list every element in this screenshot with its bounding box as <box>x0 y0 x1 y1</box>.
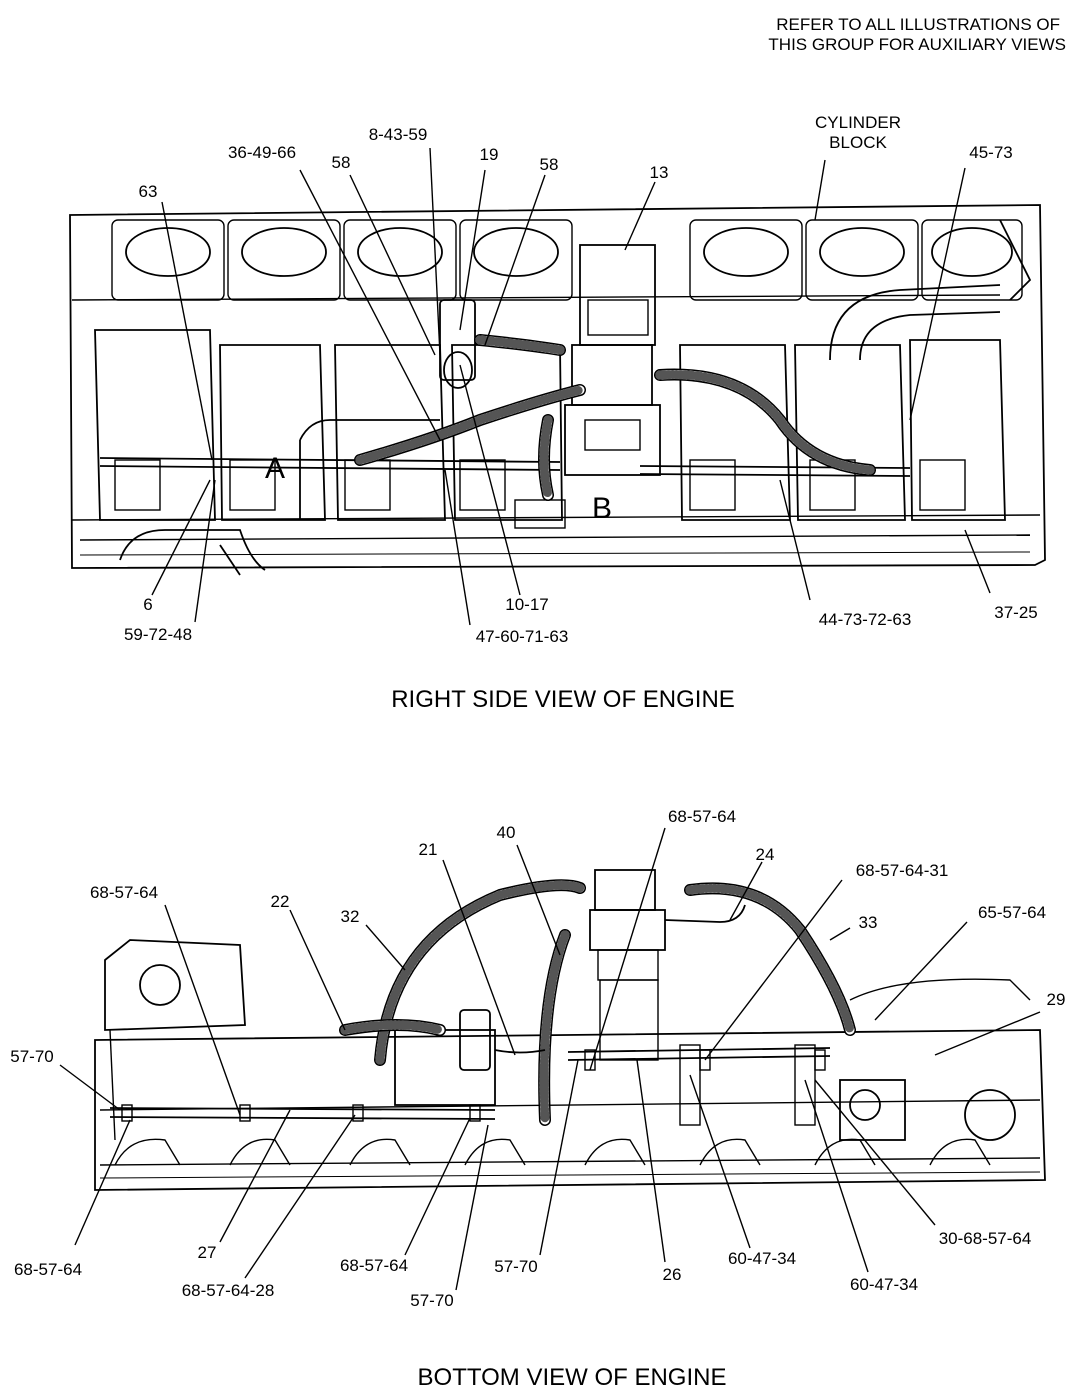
fuel-pump-bottom <box>589 869 666 1061</box>
fuel-hoses-right-view <box>299 334 876 521</box>
callout-36-49-66: 36-49-66 <box>228 143 296 162</box>
detail-marker-a: A <box>265 452 285 485</box>
callout-47-60-71-63: 47-60-71-63 <box>476 627 569 646</box>
callout-60-47-34-b: 60-47-34 <box>850 1275 918 1294</box>
callout-27: 27 <box>198 1243 217 1262</box>
callout-8-43-59: 8-43-59 <box>369 125 428 144</box>
refer-note-line2: THIS GROUP FOR AUXILIARY VIEWS <box>768 35 1066 54</box>
callout-58-left: 58 <box>332 153 351 172</box>
right-view-title: RIGHT SIDE VIEW OF ENGINE <box>391 686 735 713</box>
injector-domes <box>114 1138 991 1166</box>
callout-65-57-64: 65-57-64 <box>978 903 1046 922</box>
right-view-leader-lines <box>151 147 991 626</box>
fuel-hoses-bottom-view <box>339 879 856 1126</box>
right-side-engine-illustration <box>69 204 1046 576</box>
callout-33: 33 <box>859 913 878 932</box>
callout-26: 26 <box>663 1265 682 1284</box>
callout-6: 6 <box>143 595 152 614</box>
callout-21: 21 <box>419 840 438 859</box>
callout-68-57-64-mid: 68-57-64 <box>340 1256 408 1275</box>
callout-cylinder-block-line2: BLOCK <box>829 133 887 152</box>
callout-57-70-left: 57-70 <box>10 1047 53 1066</box>
fittings-bottom <box>121 1044 826 1126</box>
right-pump-bottom <box>839 978 1031 1141</box>
callout-13: 13 <box>650 163 669 182</box>
callout-68-57-64-top: 68-57-64 <box>668 807 736 826</box>
callout-10-17: 10-17 <box>505 595 548 614</box>
callout-40: 40 <box>497 823 516 842</box>
callout-68-57-64-bottom-left: 68-57-64 <box>14 1260 82 1279</box>
filter-housing <box>439 299 476 389</box>
callout-19: 19 <box>480 145 499 164</box>
callout-cylinder-block-line1: CYLINDER <box>815 113 901 132</box>
refer-note-line1: REFER TO ALL ILLUSTRATIONS OF <box>776 15 1060 34</box>
callout-45-73: 45-73 <box>969 143 1012 162</box>
callout-59-72-48: 59-72-48 <box>124 625 192 644</box>
bottom-view-title: BOTTOM VIEW OF ENGINE <box>418 1364 727 1391</box>
callout-68-57-64-28: 68-57-64-28 <box>182 1281 275 1300</box>
callout-22: 22 <box>271 892 290 911</box>
bottom-view-leader-lines <box>59 827 1041 1291</box>
callout-44-73-72-63: 44-73-72-63 <box>819 610 912 629</box>
bottom-engine-illustration <box>94 869 1046 1191</box>
detail-marker-b: B <box>592 492 612 525</box>
callout-32: 32 <box>341 907 360 926</box>
callout-68-57-64-left: 68-57-64 <box>90 883 158 902</box>
callout-57-70-bottom: 57-70 <box>410 1291 453 1310</box>
callout-37-25: 37-25 <box>994 603 1037 622</box>
callout-57-70-center: 57-70 <box>494 1257 537 1276</box>
callout-60-47-34-a: 60-47-34 <box>728 1249 796 1268</box>
callout-58-right: 58 <box>540 155 559 174</box>
callout-30-68-57-64: 30-68-57-64 <box>939 1229 1032 1248</box>
callout-63: 63 <box>139 182 158 201</box>
callout-68-57-64-31: 68-57-64-31 <box>856 861 949 880</box>
cylinder-heads <box>111 219 1023 301</box>
callout-24: 24 <box>756 845 775 864</box>
callout-29: 29 <box>1047 990 1066 1009</box>
fuel-pump-assembly <box>514 244 661 529</box>
